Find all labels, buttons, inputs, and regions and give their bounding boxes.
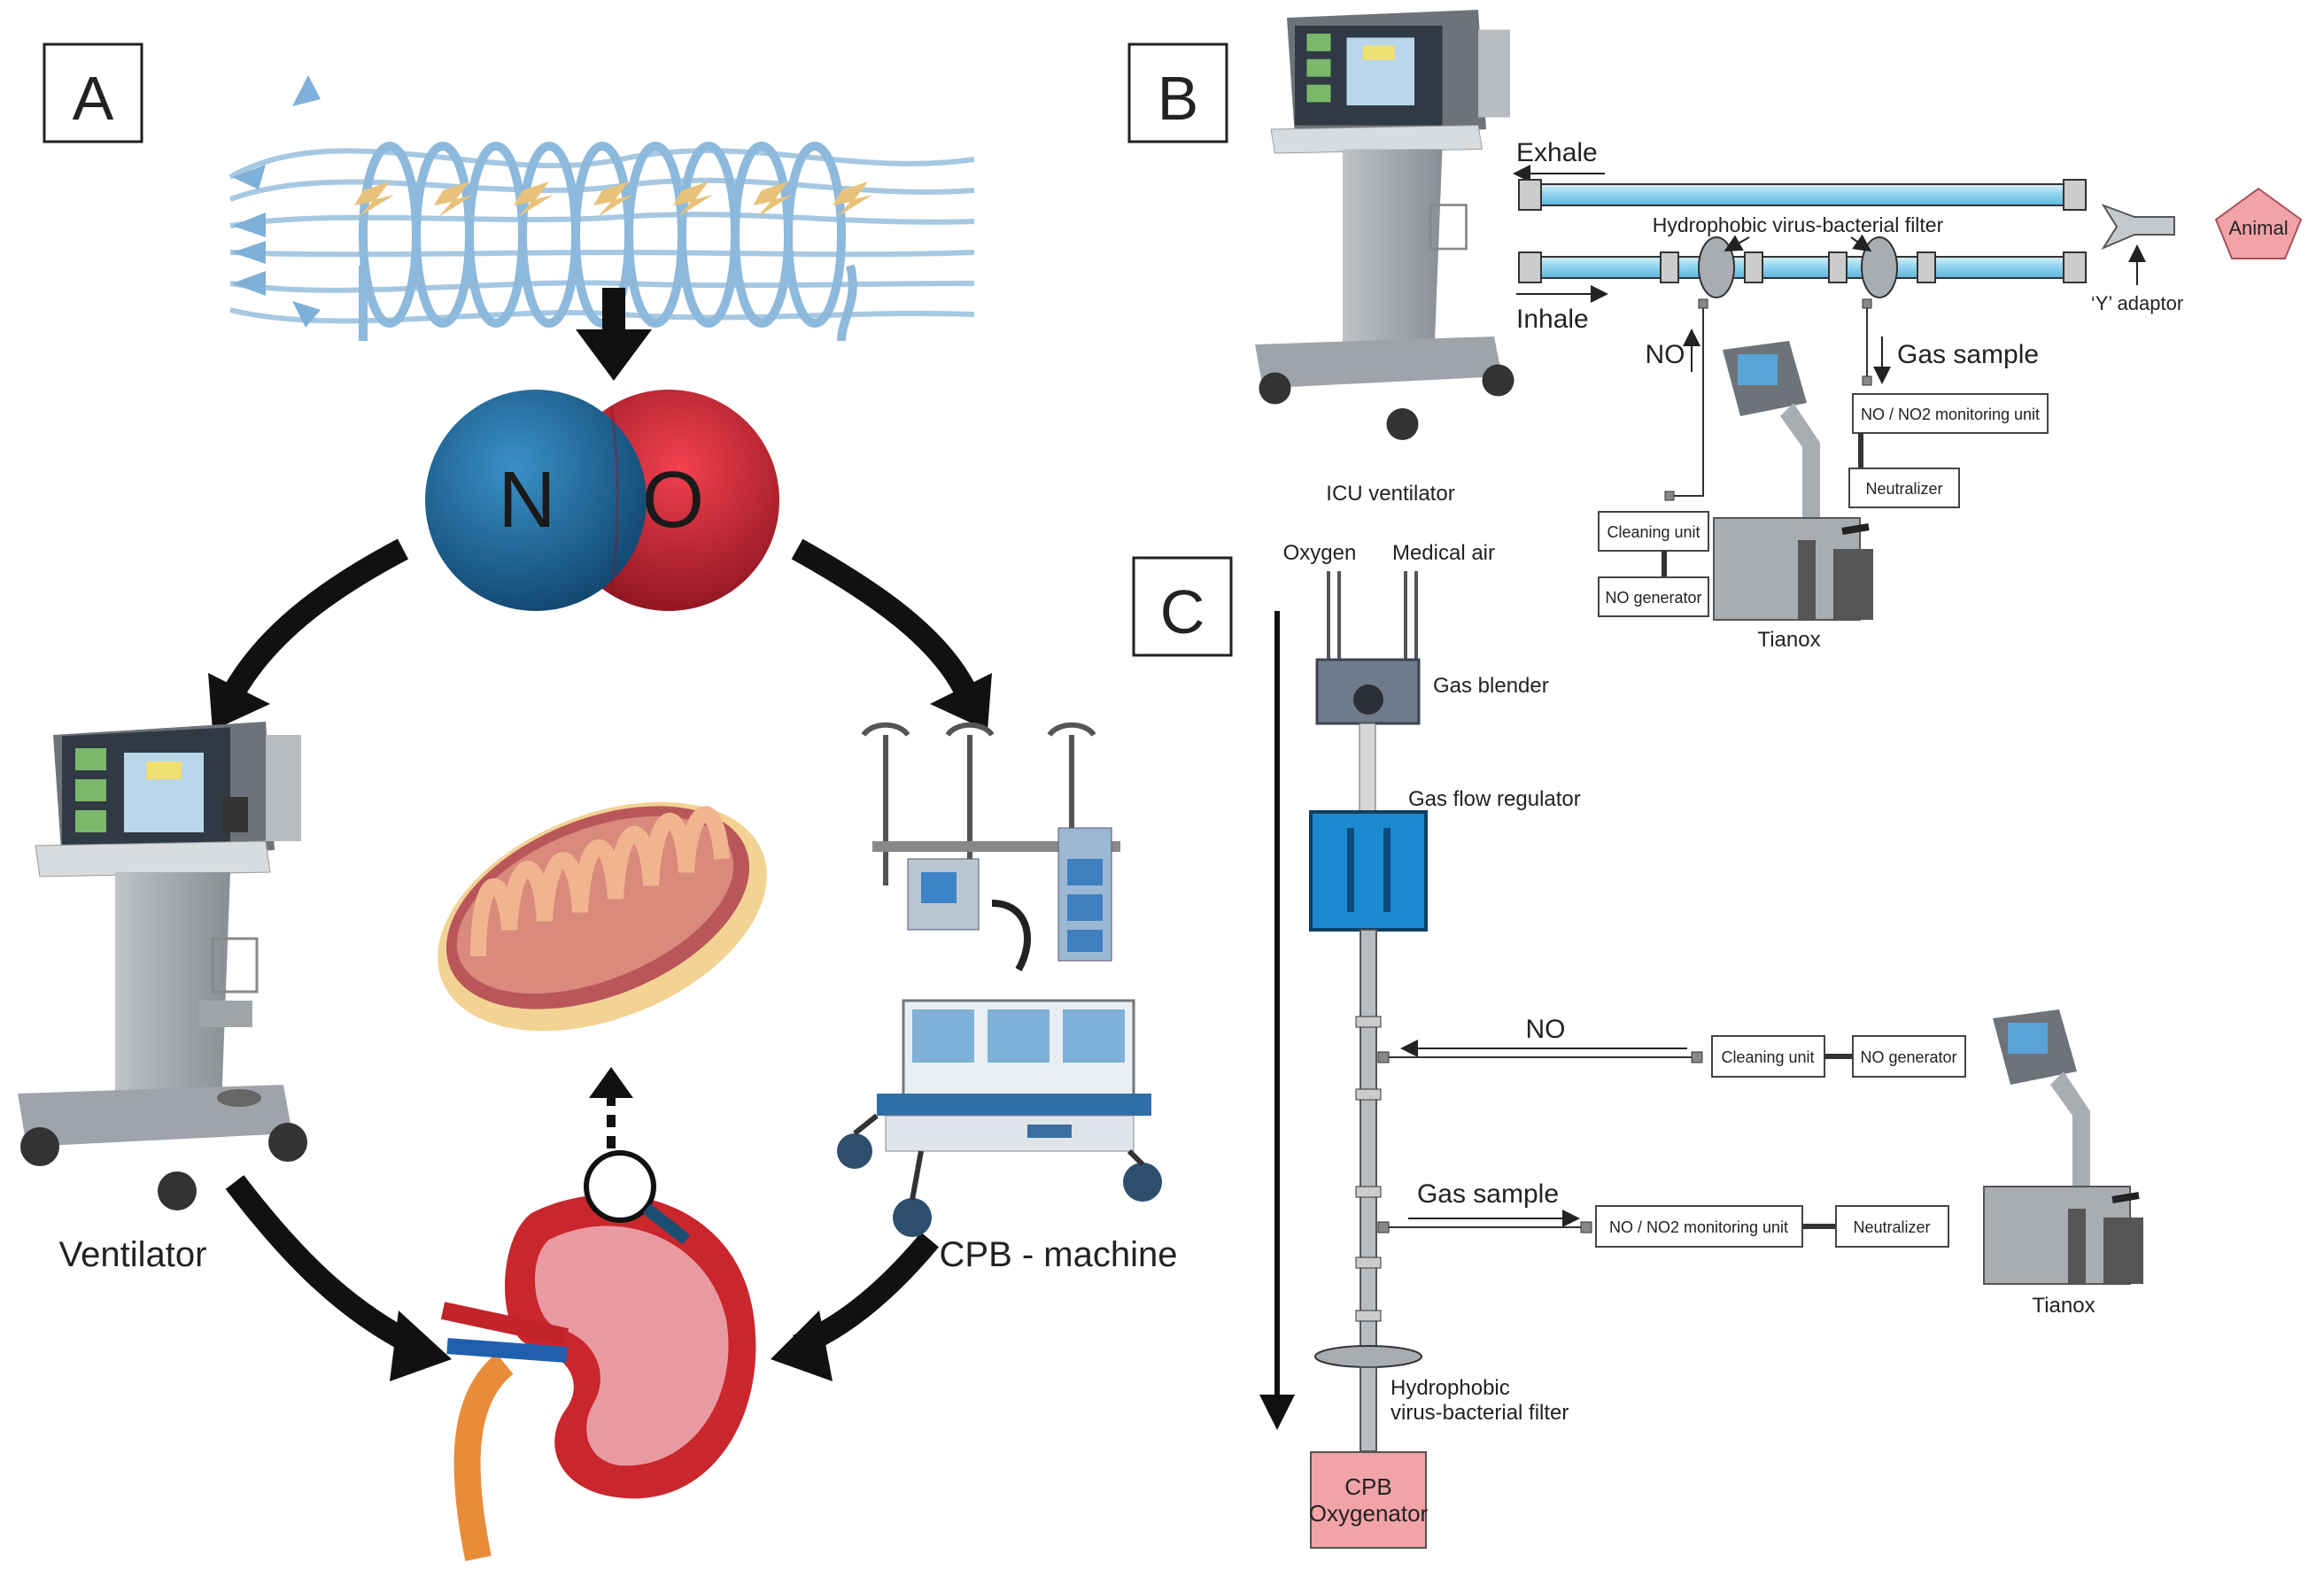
ventilator-icon	[18, 722, 307, 1210]
gas-flow-regulator-icon	[1309, 810, 1428, 932]
cleaning-unit-box-c	[1711, 1035, 1825, 1078]
filter-icon-1	[1698, 236, 1735, 298]
filter-icon-c	[1314, 1345, 1422, 1368]
tianox-device-icon	[1713, 341, 1873, 621]
exhale-tube	[1518, 179, 2087, 211]
filter-label-c-line1: Hydrophobic	[1391, 1376, 1510, 1400]
monitoring-unit-box-c	[1595, 1205, 1803, 1248]
magnifier-icon	[584, 1150, 656, 1223]
arrow-down-icon	[576, 288, 652, 381]
flow-direction-icon	[1259, 1395, 1295, 1430]
neutralizer-box-c	[1835, 1205, 1949, 1248]
cpb-oxygenator-label-line2: Oxygenator	[1309, 1500, 1429, 1527]
icu-ventilator-label: ICU ventilator	[1326, 482, 1454, 506]
no-generator-label-b: NO generator	[1605, 589, 1701, 607]
exhale-label: Exhale	[1516, 138, 1598, 167]
arrow-to-cpb-icon	[791, 538, 976, 697]
cpb-machine-label: CPB - machine	[940, 1235, 1178, 1274]
no-generator-box-c	[1852, 1035, 1966, 1078]
neutralizer-label-b: Neutralizer	[1865, 480, 1942, 498]
filter-label-b: Hydrophobic virus-bacterial filter	[1653, 213, 1944, 236]
panel-b: B ICU ventilator Exhale	[1127, 10, 2303, 652]
panel-a: A	[18, 43, 1178, 1561]
panel-b-letter: B	[1158, 64, 1199, 133]
gas-sample-label-b: Gas sample	[1897, 340, 2039, 369]
gas-flow-regulator-label: Gas flow regulator	[1408, 787, 1581, 811]
gas-blender-label: Gas blender	[1433, 674, 1549, 698]
panel-a-frame	[43, 43, 143, 143]
oxygen-label: Oxygen	[1283, 541, 1357, 565]
y-adaptor-label: ‘Y’ adaptor	[2091, 292, 2183, 314]
no-molecule: N O	[425, 390, 779, 611]
cpb-oxygenator-box	[1310, 1451, 1427, 1549]
zoom-arrow-icon	[589, 1067, 633, 1151]
panel-c: C Oxygen Medical air Gas blender Gas flo…	[1132, 541, 2143, 1549]
tianox-label-c: Tianox	[2032, 1294, 2095, 1318]
arrow-ventilator-to-kidney-icon	[225, 1175, 422, 1357]
arrow-to-ventilator-icon	[224, 538, 409, 697]
inhale-tube	[1518, 236, 2087, 298]
gas-sample-label-c: Gas sample	[1417, 1179, 1559, 1209]
monitoring-unit-label-c: NO / NO2 monitoring unit	[1609, 1218, 1788, 1236]
ventilator-label: Ventilator	[59, 1235, 207, 1274]
mitochondrion-icon	[438, 801, 767, 1032]
cleaning-unit-label-c: Cleaning unit	[1721, 1048, 1814, 1066]
cpb-oxygenator-label-line1: CPB	[1344, 1473, 1391, 1500]
panel-c-letter: C	[1160, 577, 1205, 646]
icu-ventilator-icon	[1255, 10, 1514, 441]
filter-icon-2	[1861, 236, 1898, 298]
no-label-b: NO	[1646, 340, 1685, 369]
nitrogen-atom	[425, 390, 647, 611]
cleaning-unit-box-b	[1598, 511, 1709, 552]
monitoring-unit-label-b: NO / NO2 monitoring unit	[1861, 406, 2040, 423]
medical-air-label: Medical air	[1392, 541, 1495, 565]
kidney-icon	[440, 1150, 756, 1561]
panel-c-frame	[1132, 556, 1233, 657]
monitoring-unit-box-b	[1852, 393, 2049, 434]
animal-shape	[2214, 187, 2303, 259]
coil-icon	[229, 75, 975, 342]
tianox-device-icon	[1983, 1009, 2143, 1285]
y-adaptor-icon	[2101, 204, 2175, 251]
inhale-label: Inhale	[1516, 305, 1589, 334]
panel-b-frame	[1127, 43, 1228, 143]
animal-label: Animal	[2228, 217, 2288, 239]
neutralizer-label-c: Neutralizer	[1853, 1218, 1930, 1236]
cleaning-unit-label-b: Cleaning unit	[1607, 523, 1700, 541]
molecule-n-label: N	[499, 456, 556, 545]
filter-label-c-line2: virus-bacterial filter	[1391, 1401, 1569, 1425]
neutralizer-box-b	[1848, 468, 1960, 508]
tianox-label-b: Tianox	[1757, 628, 1820, 652]
no-label-c: NO	[1526, 1015, 1566, 1044]
molecule-o-label: O	[642, 456, 704, 545]
no-generator-label-c: NO generator	[1860, 1048, 1956, 1066]
cpb-machine-icon	[837, 722, 1162, 1237]
no-generator-box-b	[1598, 576, 1709, 617]
panel-a-letter: A	[73, 64, 114, 133]
